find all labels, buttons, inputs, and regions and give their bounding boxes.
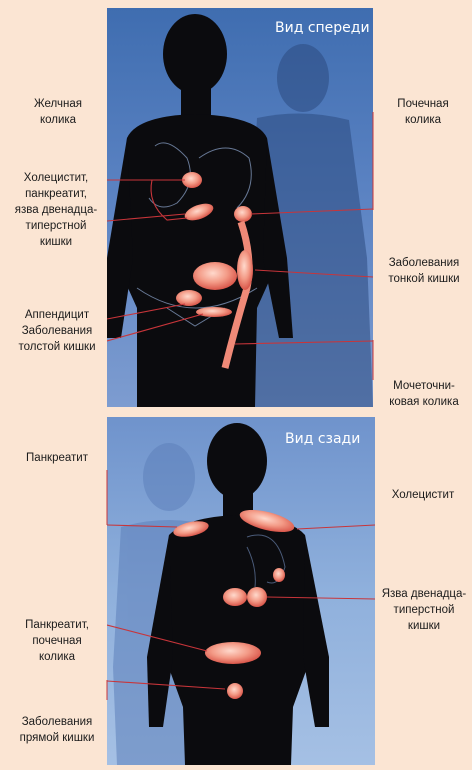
label-cholecystitis-back: Холецистит <box>380 487 466 503</box>
label-appendicitis: Аппендицит Заболевания толстой кишки <box>10 307 104 355</box>
label-cholecystitis-front: Холецистит, панкреатит, язва двенадца- т… <box>8 170 104 250</box>
label-renal-colic: Почечная колика <box>380 96 466 128</box>
label-duodenal-ulcer: Язва двенадца- типерстной кишки <box>378 586 470 634</box>
label-pancreatitis-back: Панкреатит <box>14 450 100 466</box>
label-ureteral-colic: Мочеточни- ковая колика <box>380 378 468 410</box>
label-pancreatitis-renal: Панкреатит, почечная колика <box>12 617 102 665</box>
label-biliary-colic: Желчная колика <box>16 96 100 128</box>
label-rectum-diseases: Заболевания прямой кишки <box>8 714 106 746</box>
label-small-intestine: Заболевания тонкой кишки <box>378 255 470 287</box>
